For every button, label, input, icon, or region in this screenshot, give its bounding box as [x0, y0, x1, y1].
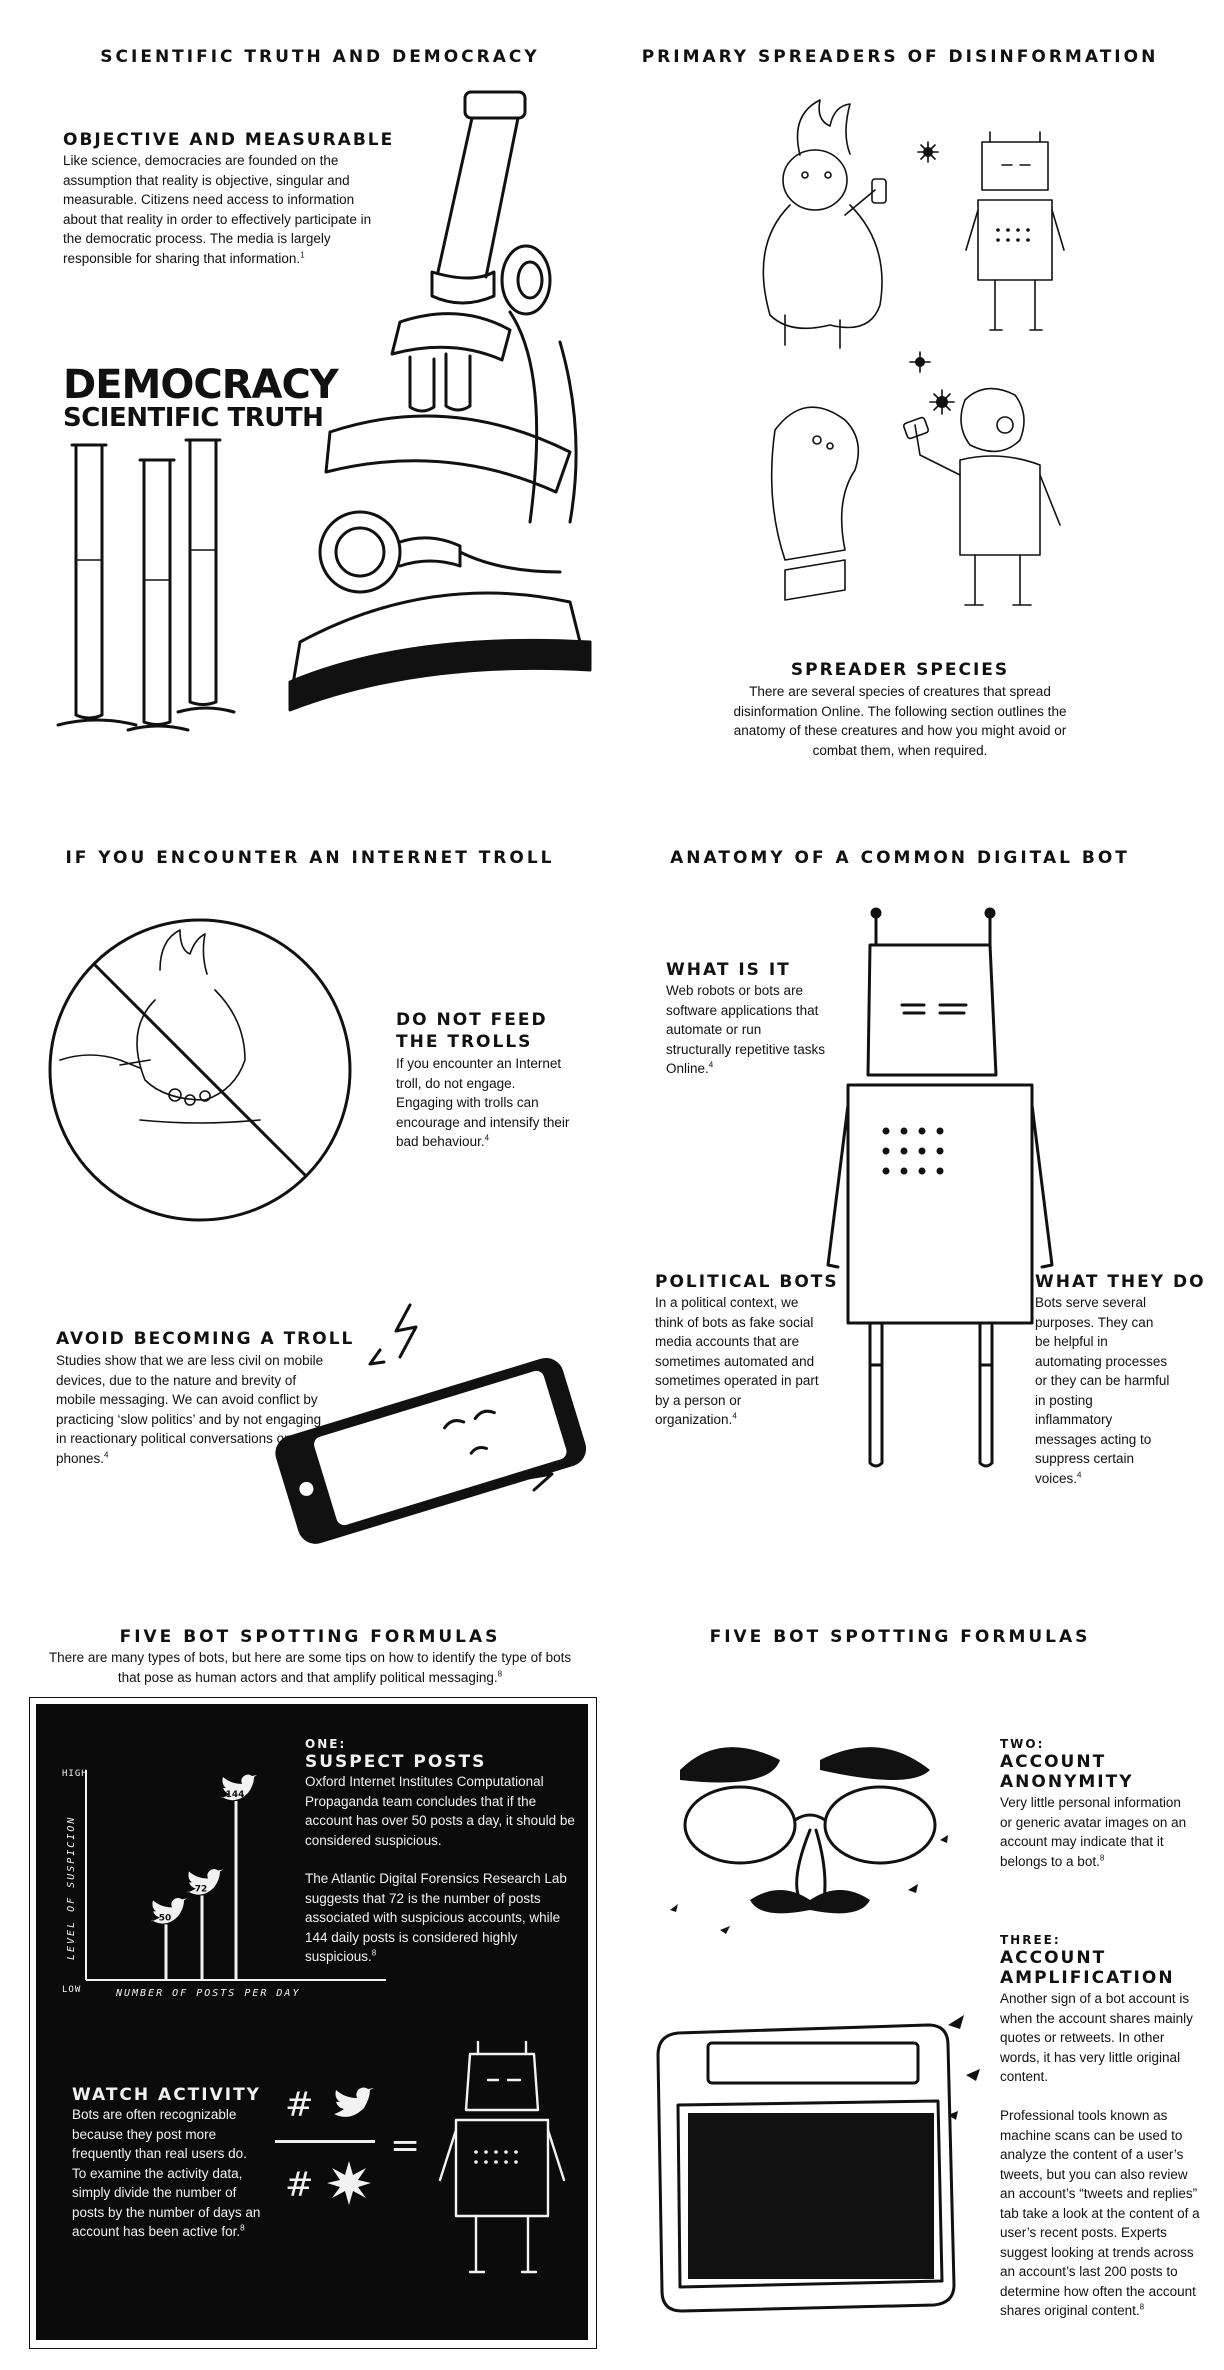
avoid-troll-body: Studies show that we are less civil on m…: [56, 1353, 324, 1466]
do-not-feed-subheading-line1: DO NOT FEED: [396, 1010, 548, 1030]
suspect-posts-subheading: SUSPECT POSTS: [305, 1752, 487, 1772]
bar-bird-marker: [187, 1869, 223, 1895]
bar-value-label: 72: [195, 1885, 208, 1895]
formula-bot-illustration: [438, 2040, 566, 2274]
truth-heading: SCIENTIFIC TRUTH AND DEMOCRACY: [100, 47, 540, 67]
account-amplification-body2: Professional tools known as machine scan…: [1000, 2108, 1200, 2318]
account-amplification-subheading-1: ACCOUNT: [1000, 1948, 1107, 1968]
bot-heading: ANATOMY OF A COMMON DIGITAL BOT: [670, 848, 1130, 868]
what-is-it-body: Web robots or bots are software applicat…: [666, 983, 826, 1076]
what-they-do-body: Bots serve several purposes. They can be…: [1035, 1295, 1170, 1486]
bar-bird-marker: [151, 1897, 187, 1924]
bar-value-label: 144: [226, 1790, 245, 1800]
spreaders-subheading: SPREADER SPECIES: [790, 660, 1010, 680]
suspicion-bar-chart: HIGH LOW LEVEL OF SUSPICION NUMBER OF POSTS…: [62, 1769, 386, 1999]
x-axis-title: NUMBER OF POSTS PER DAY: [115, 1988, 300, 1999]
spreaders-heading: PRIMARY SPREADERS OF DISINFORMATION: [641, 47, 1159, 67]
one-label: ONE:: [305, 1737, 347, 1751]
test-tubes-illustration: [56, 438, 236, 732]
sock-puppet-illustration: [770, 406, 860, 601]
account-amplification-subheading-2: AMPLIFICATION: [1000, 1968, 1175, 1988]
amplifier-illustration: [656, 2015, 980, 2313]
small-bot-illustration: [965, 131, 1065, 331]
formulas-right-heading: FIVE BOT SPOTTING FORMULAS: [709, 1627, 1091, 1647]
microscope-illustration: [288, 90, 592, 712]
troll-creature-illustration: [762, 99, 887, 349]
equals-sign: =: [390, 2125, 421, 2166]
political-bots-body: In a political context, we think of bots…: [655, 1295, 819, 1427]
do-not-feed-body: If you encounter an Internet troll, do n…: [396, 1056, 570, 1149]
y-axis-title: LEVEL OF SUSPICION: [66, 1816, 77, 1960]
bird-icon: [334, 2087, 374, 2117]
truth-subheading: OBJECTIVE AND MEASURABLE: [63, 130, 395, 150]
suspect-posts-body2: The Atlantic Digital Forensics Research …: [305, 1871, 567, 1964]
bar-value-label: 50: [159, 1913, 172, 1923]
what-is-it-subheading: WHAT IS IT: [666, 960, 791, 980]
no-feeding-sign-illustration: [48, 918, 352, 1222]
big-democracy: DEMOCRACY: [63, 362, 339, 408]
troll-heading: IF YOU ENCOUNTER AN INTERNET TROLL: [65, 848, 555, 868]
watch-activity-body: Bots are often recognizable because they…: [72, 2107, 261, 2239]
what-they-do-subheading: WHAT THEY DO: [1035, 1272, 1206, 1292]
truth-body: Like science, democracies are founded on…: [63, 153, 372, 266]
hash-denominator: #: [285, 2165, 314, 2205]
account-anonymity-subheading-2: ANONYMITY: [1000, 1772, 1134, 1792]
y-axis-high-label: HIGH: [62, 1769, 88, 1779]
account-anonymity-body: Very little personal information or gene…: [1000, 1795, 1187, 1869]
cyborg-illustration: [902, 387, 1061, 606]
suspect-posts-body1: Oxford Internet Institutes Computational…: [305, 1774, 575, 1848]
big-scientific-truth: SCIENTIFIC TRUTH: [63, 403, 324, 433]
disguise-glasses-illustration: [670, 1747, 948, 1934]
spreaders-body: There are several species of creatures t…: [733, 684, 1067, 758]
two-label: TWO:: [1000, 1737, 1045, 1751]
account-amplification-body1: Another sign of a bot account is when th…: [1000, 1991, 1193, 2084]
formulas-dark-panel: [36, 1704, 588, 2340]
formulas-left-heading: FIVE BOT SPOTTING FORMULAS: [119, 1627, 501, 1647]
bar-bird-marker: [221, 1774, 257, 1801]
angry-phone-illustration: [275, 1303, 587, 1544]
fraction-bar: [275, 2140, 375, 2143]
sun-burst-icon: [327, 2161, 371, 2205]
three-label: THREE:: [1000, 1933, 1061, 1947]
account-anonymity-subheading-1: ACCOUNT: [1000, 1752, 1107, 1772]
y-axis-low-label: LOW: [62, 1985, 81, 1995]
watch-activity-subheading: WATCH ACTIVITY: [72, 2085, 261, 2105]
large-bot-illustration: [826, 907, 1054, 1468]
political-bots-subheading: POLITICAL BOTS: [655, 1272, 839, 1292]
formulas-intro: There are many types of bots, but here a…: [48, 1650, 572, 1685]
do-not-feed-subheading-line2: THE TROLLS: [396, 1032, 533, 1052]
germ-icon: [909, 141, 955, 415]
hash-numerator: #: [285, 2085, 314, 2125]
avoid-troll-subheading: AVOID BECOMING A TROLL: [56, 1329, 355, 1349]
